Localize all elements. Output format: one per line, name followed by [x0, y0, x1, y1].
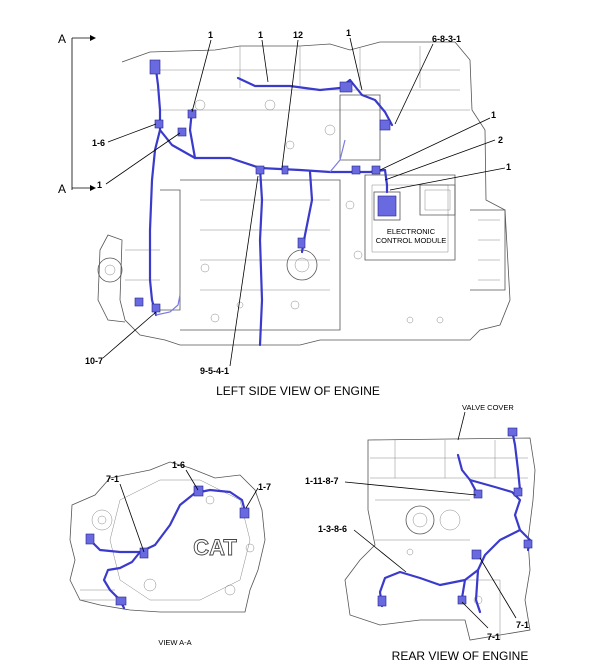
- section-marker: A A: [58, 32, 96, 196]
- ecm-box: [373, 191, 401, 221]
- view-aa: CAT 7-1 1-6 1-7 VIEW A-A: [69, 460, 271, 647]
- callout-aa-1-6: 1-6: [172, 460, 185, 470]
- harness-left: [134, 59, 394, 347]
- leaders-aa: [119, 469, 259, 553]
- ecm-label-line2: CONTROL MODULE: [376, 236, 447, 245]
- callout-1-right-a: 1: [491, 110, 496, 120]
- callout-1-c: 1: [346, 28, 351, 38]
- harness-aa: [85, 485, 250, 610]
- callout-10-7: 10-7: [85, 356, 103, 366]
- callout-1-a: 1: [208, 30, 213, 40]
- rear-view: VALVE COVER 1-11-8-7 1-3-8-6 7-1 7-1 REA…: [305, 403, 536, 663]
- callout-rear-7-1-bottom: 7-1: [487, 632, 500, 642]
- callout-rear-7-1-right: 7-1: [516, 620, 529, 630]
- leaders-left: [102, 37, 506, 367]
- section-marker-top: A: [58, 32, 66, 46]
- engine-outline-rear: [344, 437, 536, 641]
- valve-cover-label: VALVE COVER: [462, 403, 514, 412]
- callout-9-5-4-1: 9-5-4-1: [200, 366, 229, 376]
- callout-1-left: 1: [97, 180, 102, 190]
- callout-rear-1-3-8-6: 1-3-8-6: [318, 524, 347, 534]
- rear-view-caption: REAR VIEW OF ENGINE: [392, 649, 529, 663]
- callout-12: 12: [293, 30, 303, 40]
- callout-rear-1-11-8-7: 1-11-8-7: [305, 476, 339, 486]
- callout-aa-7-1: 7-1: [106, 474, 119, 484]
- callout-1-b: 1: [258, 30, 263, 40]
- section-marker-bottom: A: [58, 182, 66, 196]
- callout-aa-1-7: 1-7: [258, 482, 271, 492]
- callout-6-8-3-1: 6-8-3-1: [432, 34, 461, 44]
- callout-2: 2: [498, 135, 503, 145]
- callout-1-6: 1-6: [92, 138, 105, 148]
- left-view-caption: LEFT SIDE VIEW OF ENGINE: [216, 384, 380, 398]
- ecm-label-line1: ELECTRONIC: [387, 227, 436, 236]
- view-aa-caption: VIEW A-A: [158, 638, 191, 647]
- callout-1-right-b: 1: [506, 162, 511, 172]
- cat-logo: CAT: [193, 535, 237, 560]
- left-side-view: A A 1 1 12 1 6-8-3-1 1-6 1 1 2 1 10-7: [58, 28, 511, 398]
- harness-rear: [377, 427, 533, 614]
- leaders-rear: [344, 411, 517, 629]
- engine-outline-aa: [69, 461, 266, 613]
